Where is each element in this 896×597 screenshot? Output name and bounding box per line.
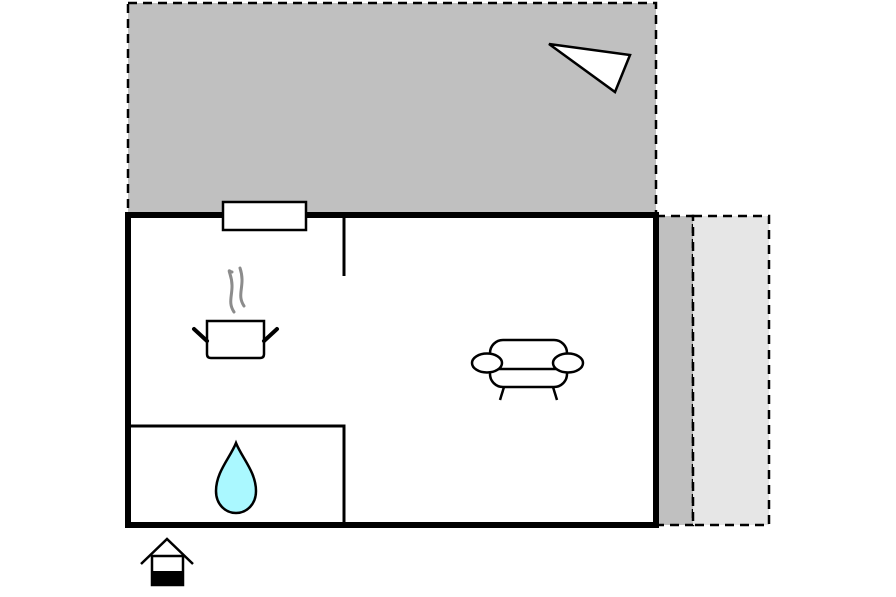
water-drop-icon	[214, 439, 258, 515]
sofa-icon	[470, 338, 585, 401]
entrance-house-icon	[140, 537, 194, 587]
side-strip	[654, 214, 695, 527]
cooking-pot-icon	[192, 266, 279, 360]
outer-side-strip	[691, 214, 771, 527]
bathroom-wall	[128, 424, 346, 525]
north-arrow-icon	[548, 42, 632, 94]
window-icon	[221, 200, 308, 232]
outdoor-area	[126, 1, 658, 217]
